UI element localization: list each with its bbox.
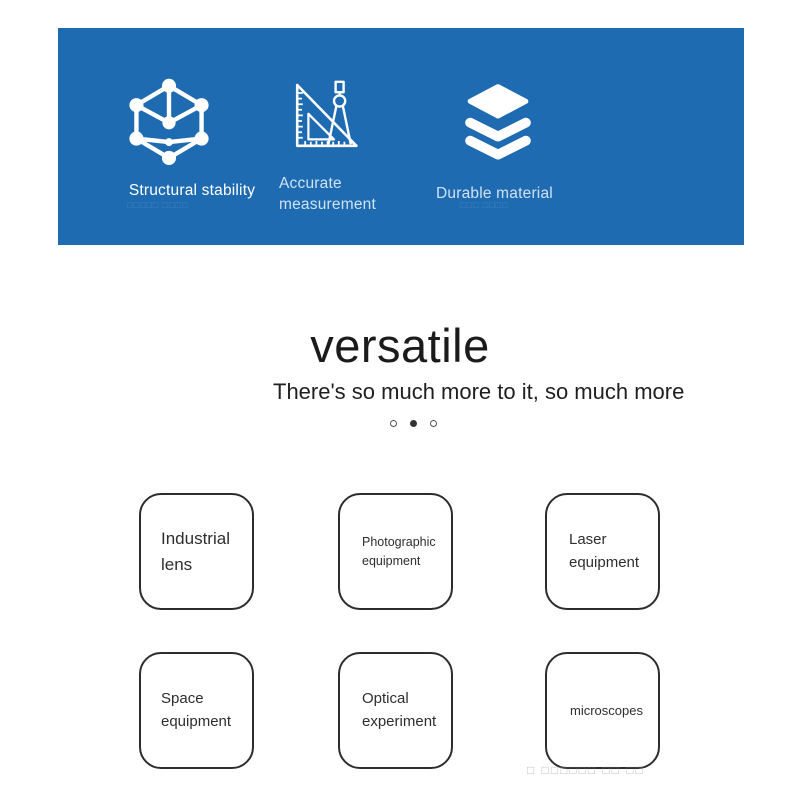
category-card-industrial-lens[interactable]: Industrial lens [139,493,254,610]
category-card-photographic-equipment[interactable]: Photographic equipment [338,493,453,610]
feature-banner: Structural stability □□□□□ □□□□ Accurate… [58,28,744,245]
category-label: Industrial lens [161,529,230,574]
stacked-layers-icon [465,84,531,160]
feature-label-durable-material: Durable material [436,185,553,202]
category-card-microscopes[interactable]: microscopes [545,652,660,769]
category-card-laser-equipment[interactable]: Laser equipment [545,493,660,610]
page-subtitle: There's so much more to it, so much more [273,379,685,404]
category-label: Laser equipment [569,531,640,571]
carousel-dot[interactable] [430,420,437,427]
watermark: □ □□□□□□ □□ □□ [527,763,645,777]
category-label: Optical experiment [362,690,437,730]
category-label: microscopes [570,702,643,718]
category-label: Space equipment [161,690,232,730]
category-label: Photographic equipment [362,534,436,568]
category-card-optical-experiment[interactable]: Optical experiment [338,652,453,769]
page-title: versatile [310,319,490,372]
carousel-dot[interactable] [390,420,397,427]
feature-label-accurate-measurement: Accurate measurement [279,175,376,213]
carousel-dots [390,420,437,427]
carousel-dot-active[interactable] [410,420,417,427]
ghost-text: □□□□□ □□□□ [127,200,189,210]
category-card-space-equipment[interactable]: Space equipment [139,652,254,769]
feature-label-structural-stability: Structural stability [128,182,256,199]
cube-lattice-icon [129,78,209,165]
ghost-text: □□□ □□□□ [460,200,509,210]
set-square-compass-icon [295,80,358,148]
